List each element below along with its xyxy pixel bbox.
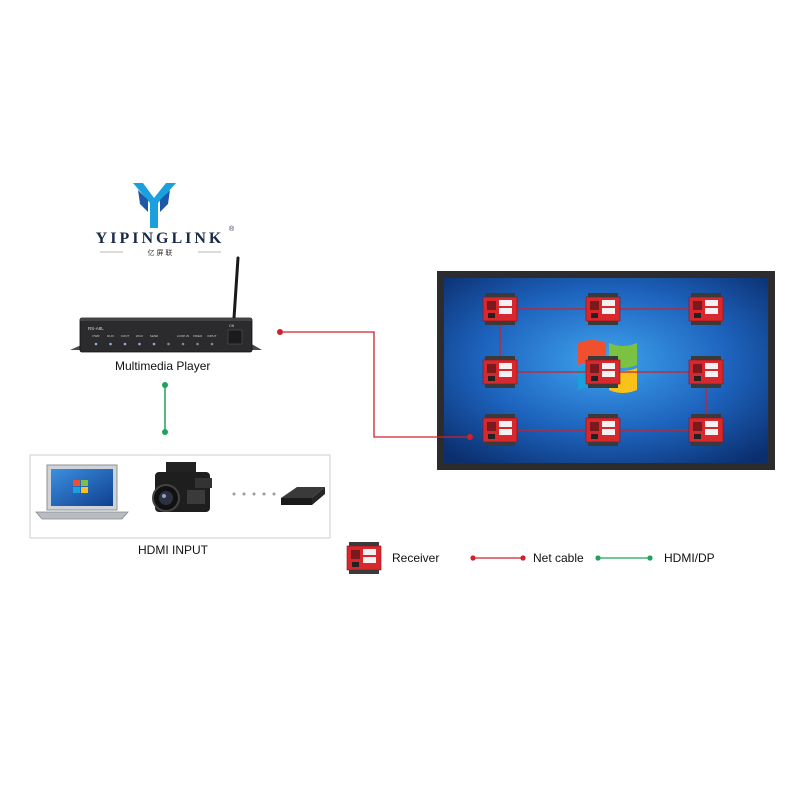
legend-net-cable-label: Net cable [533, 551, 584, 565]
player-led [109, 342, 112, 346]
player-led [94, 342, 98, 346]
player-led-label: INPUT [208, 334, 217, 338]
dotted-connector [232, 492, 276, 496]
receiver-card-r2-c2 [585, 355, 621, 389]
player-led [210, 342, 214, 346]
legend-hdmi-dp-label: HDMI/DP [664, 551, 715, 565]
logo-tagline: 亿 屏 联 [148, 248, 173, 257]
receiver-card-r2-c3 [688, 355, 724, 389]
player-led [181, 342, 185, 346]
receiver-card-r3-c3 [688, 413, 724, 447]
antenna [232, 256, 240, 320]
player-led [152, 342, 156, 346]
player-label: Multimedia Player [115, 359, 211, 373]
logo-registered-mark: ® [229, 225, 235, 233]
player-led [138, 342, 141, 346]
camcorder-icon [152, 462, 212, 512]
receiver-icon [346, 541, 382, 575]
net-cable-player-to-screen [280, 331, 470, 438]
player-led-label: RUN [107, 334, 114, 338]
yipinglink-logo: YIPINGLINK ® 亿 屏 联 [96, 183, 235, 257]
player-led-label: WI-FI [136, 334, 143, 338]
player-led [123, 342, 127, 346]
multimedia-player-device: RS-A8L PWR RUN CONT WI-FI SEND LOOP-IN VIDEO IN… [70, 256, 262, 353]
receiver-card-r1-c1 [482, 292, 518, 326]
receiver-card-r3-c1 [482, 413, 518, 447]
player-model-label: RS-A8L [88, 326, 104, 331]
media-box-icon [281, 487, 325, 505]
player-led-label: PWR [93, 334, 101, 338]
svg-text:ON: ON [229, 324, 235, 328]
logo-wordmark: YIPINGLINK [96, 230, 225, 247]
hdmi-link-end-bottom [162, 429, 168, 435]
legend-receiver-label: Receiver [392, 551, 440, 565]
player-led-label: VIDEO [193, 334, 203, 338]
legend [346, 541, 653, 575]
hdmi-link-end-top [162, 382, 168, 388]
receiver-card-r1-c2 [585, 292, 621, 326]
laptop-icon [35, 464, 129, 520]
logo-y-mark [133, 183, 176, 228]
player-led [196, 342, 199, 346]
receiver-card-r3-c2 [585, 413, 621, 447]
hdmi-input-label: HDMI INPUT [138, 543, 208, 557]
receiver-card-r1-c3 [688, 292, 724, 326]
player-led [167, 342, 170, 346]
receiver-card-r2-c1 [482, 355, 518, 389]
player-led-label: LOOP-IN [177, 334, 189, 338]
player-led-label: CONT [121, 334, 130, 338]
player-led-label: SEND [150, 334, 159, 338]
